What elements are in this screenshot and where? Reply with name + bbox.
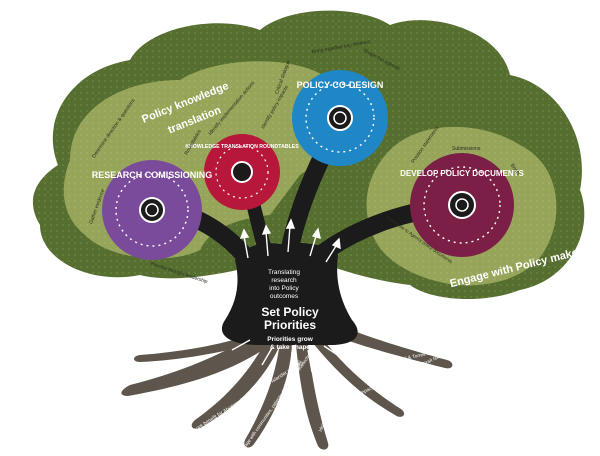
label-submissions: Submissions xyxy=(452,146,481,152)
translating-3: into Policy xyxy=(269,285,299,292)
circle-develop xyxy=(410,153,514,257)
root-arrows xyxy=(231,339,346,376)
center-title-2: Priorities xyxy=(264,318,316,332)
circle-roundtables xyxy=(204,134,280,210)
center-sub-1: Priorities grow xyxy=(267,336,313,343)
translating-1: Translating xyxy=(268,269,300,276)
label-roundtables: KNOWLEDGE TRANSLATION ROUNDTABLES xyxy=(185,144,299,150)
center-title-1: Set Policy xyxy=(261,305,319,319)
label-develop: DEVELOP POLICY DOCUMENTS xyxy=(400,169,524,178)
circle-codesign xyxy=(292,70,388,166)
center-sub-2: & take shape xyxy=(270,344,310,351)
root-evidence: Identify areas of need xyxy=(291,360,302,405)
translating-4: outcomes xyxy=(270,293,299,300)
label-research: RESEARCH COMISSIONING xyxy=(92,170,213,180)
translating-block: Translating research into Policy outcome… xyxy=(268,269,300,300)
circle-research xyxy=(102,160,202,260)
translating-2: research xyxy=(271,277,297,284)
label-codesign: POLICY CO-DESIGN xyxy=(297,80,384,90)
trunk-arrows xyxy=(239,218,341,263)
roots xyxy=(121,320,453,450)
